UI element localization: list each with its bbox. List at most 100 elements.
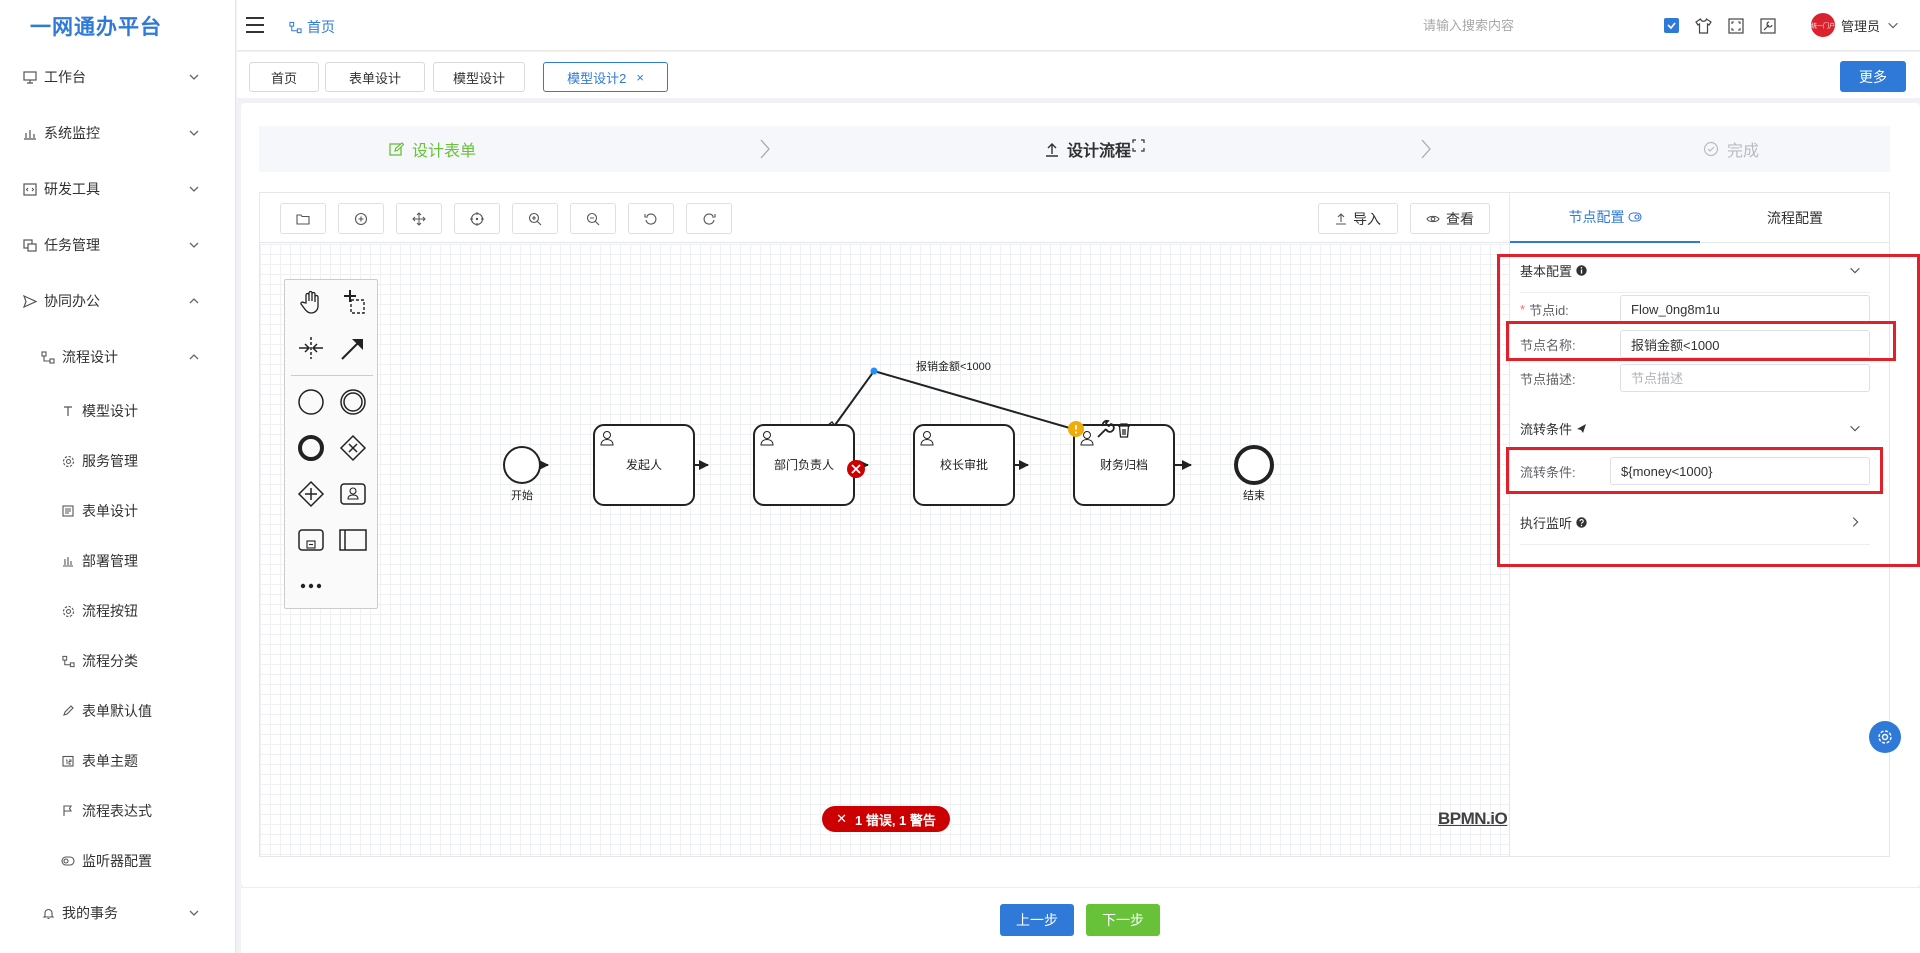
node-desc-field[interactable] xyxy=(1620,364,1870,392)
move-button[interactable] xyxy=(396,203,442,234)
breadcrumb-home[interactable]: 首页 xyxy=(307,19,335,35)
undo-button[interactable] xyxy=(628,203,674,234)
sidebar-item-system-monitor[interactable]: 系统监控 xyxy=(0,113,236,153)
tab-label: 表单设计 xyxy=(348,70,401,86)
zoom-in-button[interactable] xyxy=(512,203,558,234)
validation-error-badge[interactable]: ✕ 1 错误, 1 警告 xyxy=(822,806,950,832)
close-icon[interactable]: × xyxy=(636,69,644,85)
connect-tool-icon[interactable] xyxy=(335,330,371,366)
subprocess-icon[interactable] xyxy=(293,522,329,558)
user-menu[interactable]: 统一门户 管理员 xyxy=(1811,13,1900,37)
plus-circle-icon xyxy=(354,212,368,225)
app-logo: 一网通办平台 xyxy=(30,15,162,39)
pool-icon[interactable] xyxy=(335,522,371,558)
parallel-gateway-icon[interactable] xyxy=(293,476,329,512)
gateway-icon[interactable] xyxy=(335,430,371,466)
sidebar-item-dev-tools[interactable]: 研发工具 xyxy=(0,169,236,209)
import-button[interactable]: 导入 xyxy=(1318,203,1398,234)
end-event-icon[interactable] xyxy=(293,430,329,466)
open-file-button[interactable] xyxy=(280,203,326,234)
tools-icon[interactable] xyxy=(1758,16,1777,35)
node-id-field[interactable] xyxy=(1620,295,1870,323)
redo-button[interactable] xyxy=(686,203,732,234)
upload-icon xyxy=(1336,212,1346,225)
sidebar-item-listener-config[interactable]: 监听器配置 xyxy=(0,841,236,881)
task-initiator[interactable]: 发起人 xyxy=(593,424,695,506)
intermediate-event-icon[interactable] xyxy=(335,384,371,420)
zoom-out-button[interactable] xyxy=(570,203,616,234)
tab-process-config[interactable]: 流程配置 xyxy=(1700,193,1890,243)
task-dept-head[interactable]: 部门负责人 xyxy=(753,424,855,506)
tab-model-design[interactable]: 模型设计 xyxy=(433,62,525,92)
send-icon xyxy=(22,293,38,309)
code-icon xyxy=(22,181,38,197)
space-tool-icon[interactable] xyxy=(293,330,329,366)
sidebar-item-my-affairs[interactable]: 我的事务 xyxy=(0,893,236,933)
sidebar-item-process-expression[interactable]: 流程表达式 xyxy=(0,791,236,831)
next-step-button[interactable]: 下一步 xyxy=(1086,904,1160,936)
error-marker-icon[interactable] xyxy=(847,460,865,478)
user-task-icon[interactable] xyxy=(335,476,371,512)
hamburger-icon[interactable] xyxy=(245,16,265,34)
tab-model-design-2[interactable]: 模型设计2× xyxy=(543,62,668,92)
create-button[interactable] xyxy=(338,203,384,234)
settings-float-button[interactable] xyxy=(1869,721,1901,753)
search-input[interactable] xyxy=(1423,14,1623,36)
fullscreen-icon[interactable] xyxy=(1726,16,1745,35)
sidebar-item-form-theme[interactable]: 表单主题 xyxy=(0,741,236,781)
sidebar-item-workbench[interactable]: 工作台 xyxy=(0,57,236,97)
lasso-tool-icon[interactable] xyxy=(335,284,371,320)
prev-step-button[interactable]: 上一步 xyxy=(1000,904,1074,936)
more-button[interactable]: 更多 xyxy=(1840,61,1906,92)
section-basic-config[interactable]: 基本配置 xyxy=(1520,249,1870,293)
task-principal-approval[interactable]: 校长审批 xyxy=(913,424,1015,506)
fit-view-button[interactable] xyxy=(454,203,500,234)
sidebar-item-label: 流程按钮 xyxy=(82,603,138,619)
required-asterisk: * xyxy=(1520,301,1526,317)
view-button[interactable]: 查看 xyxy=(1410,203,1490,234)
chevron-down-icon xyxy=(189,130,199,136)
row-node-desc: 节点描述: xyxy=(1520,363,1870,393)
tab-home[interactable]: 首页 xyxy=(249,62,319,92)
hand-tool-icon[interactable] xyxy=(293,284,329,320)
panel-tabs: 节点配置 流程配置 xyxy=(1510,193,1890,243)
sidebar-item-process-design[interactable]: 流程设计 xyxy=(0,337,236,377)
sidebar-item-label: 系统监控 xyxy=(44,125,100,141)
tab-node-config[interactable]: 节点配置 xyxy=(1510,193,1700,243)
sidebar-item-form-defaults[interactable]: 表单默认值 xyxy=(0,691,236,731)
flow-conditional-selected[interactable] xyxy=(829,369,1081,433)
task-icon xyxy=(22,237,38,253)
task-finance-archive[interactable]: 财务归档 xyxy=(1073,424,1175,506)
tab-form-design[interactable]: 表单设计 xyxy=(325,62,425,92)
sidebar-item-model-design[interactable]: 模型设计 xyxy=(0,391,236,431)
breadcrumb[interactable]: 首页 xyxy=(289,17,335,37)
sidebar-item-collaboration[interactable]: 协同办公 xyxy=(0,281,236,321)
sidebar-item-task-management[interactable]: 任务管理 xyxy=(0,225,236,265)
more-tools-icon[interactable] xyxy=(293,568,329,604)
warning-marker-icon[interactable] xyxy=(1068,421,1084,437)
waypoint-handle[interactable] xyxy=(870,367,878,375)
tabs-bar: 首页 表单设计 模型设计 模型设计2× 更多 xyxy=(237,52,1920,98)
end-event[interactable] xyxy=(1234,445,1274,485)
gear-icon xyxy=(1878,730,1892,744)
shirt-icon[interactable] xyxy=(1694,16,1713,35)
condition-field[interactable] xyxy=(1610,457,1870,485)
sidebar-item-process-buttons[interactable]: 流程按钮 xyxy=(0,591,236,631)
node-name-field[interactable] xyxy=(1620,330,1870,358)
bpmn-io-logo[interactable]: BPMN.iO xyxy=(1438,809,1508,828)
sidebar-item-service-management[interactable]: 服务管理 xyxy=(0,441,236,481)
checkbox-icon[interactable] xyxy=(1662,16,1681,35)
focus-icon xyxy=(1132,138,1145,152)
wrench-icon[interactable] xyxy=(1097,419,1115,438)
section-execution-listener[interactable]: 执行监听 xyxy=(1520,501,1870,545)
sidebar-item-form-design[interactable]: 表单设计 xyxy=(0,491,236,531)
bpmn-grid[interactable]: 报销金额<1000 开始 发起人 部门负责人 校长审批 xyxy=(260,244,1509,856)
flow-condition-label[interactable]: 报销金额<1000 xyxy=(916,359,991,373)
sidebar-item-process-category[interactable]: 流程分类 xyxy=(0,641,236,681)
trash-icon[interactable] xyxy=(1118,423,1130,438)
sidebar-item-deploy-management[interactable]: 部署管理 xyxy=(0,541,236,581)
start-event[interactable] xyxy=(503,446,541,484)
start-event-icon[interactable] xyxy=(293,384,329,420)
properties-panel: 节点配置 流程配置 基本配置 * 节点id: 节点名称: 节点描述: 流转条件 … xyxy=(1510,192,1890,857)
section-flow-condition[interactable]: 流转条件 xyxy=(1520,407,1870,451)
